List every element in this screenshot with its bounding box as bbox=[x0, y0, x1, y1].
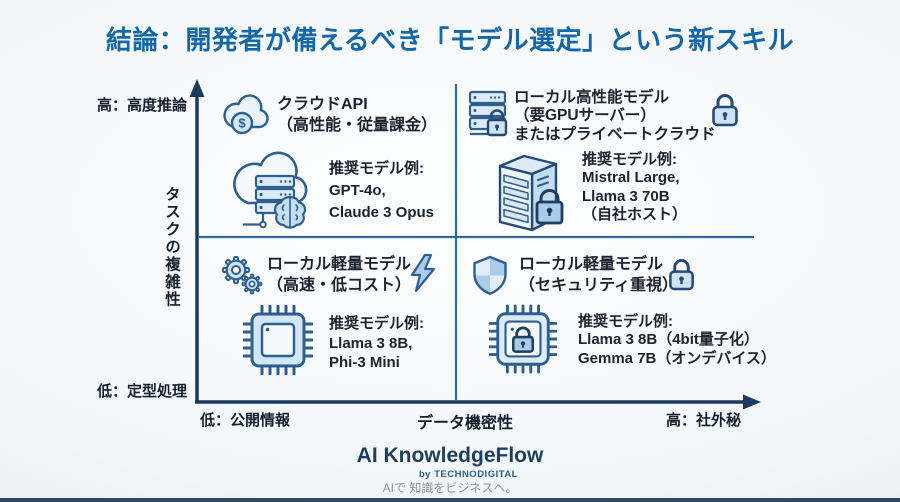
x-axis-arrowhead bbox=[743, 394, 761, 410]
shield-icon bbox=[473, 255, 507, 295]
x-axis-low-label: 低：公開情報 bbox=[200, 412, 291, 429]
padlock-icon bbox=[712, 94, 738, 127]
model-name: （自社ホスト） bbox=[582, 206, 688, 224]
quadrant-title-local-light-secure: ローカル軽量モデル （セキュリティ重視） bbox=[519, 255, 678, 297]
quadrant-title-line: （高速・低コスト） bbox=[267, 276, 412, 294]
quadrant-title-line: （要GPUサーバー） bbox=[514, 107, 656, 125]
brand-byline: by TECHNODIGITAL bbox=[418, 469, 518, 480]
y-axis-label: タスクの複雑性 bbox=[163, 186, 180, 309]
recommend-label: 推奨モデル例: bbox=[582, 151, 677, 168]
quadrant-title-line: （セキュリティ重視） bbox=[519, 276, 679, 294]
x-axis-label: データ機密性 bbox=[417, 415, 514, 432]
recommend-label: 推奨モデル例: bbox=[329, 315, 424, 332]
quadrant-title-line: またはプライベートクラウド bbox=[514, 125, 716, 143]
model-name: Llama 3 8B, bbox=[329, 334, 413, 352]
chip-lock-icon bbox=[489, 304, 557, 374]
quadrant-models-local-light-fast: 推奨モデル例: Llama 3 8B, Phi-3 Mini bbox=[329, 314, 424, 373]
y-axis-low-label: 低：定型処理 bbox=[97, 383, 188, 400]
quadrant-title-local-light-fast: ローカル軽量モデル （高速・低コスト） bbox=[267, 255, 411, 297]
model-name: Phi-3 Mini bbox=[329, 354, 400, 371]
quadrant-title-line: ローカル高性能モデル bbox=[514, 89, 670, 106]
y-axis-arrowhead bbox=[189, 79, 205, 97]
model-name: Claude 3 Opus bbox=[329, 203, 435, 221]
quadrant-title-cloud-api: クラウドAPI （高性能・従量課金） bbox=[277, 95, 437, 137]
model-name: GPT-4o, bbox=[329, 181, 386, 199]
model-name: Llama 3 8B（4bit量子化） bbox=[578, 331, 759, 349]
page-title: 結論：開発者が備えるべき「モデル選定」という新スキル bbox=[105, 25, 795, 55]
cloud-dollar-icon: $ bbox=[223, 94, 269, 135]
quadrant-title-local-high-performance: ローカル高性能モデル （要GPUサーバー） またはプライベートクラウド bbox=[514, 89, 716, 144]
model-name: Llama 3 70B bbox=[582, 187, 670, 205]
lightning-icon bbox=[410, 254, 436, 292]
y-axis-high-label: 高：高度推論 bbox=[97, 97, 188, 114]
quadrant-title-line: （高性能・従量課金） bbox=[277, 116, 438, 134]
bottom-edge-bar bbox=[0, 498, 900, 502]
quadrant-title-line: ローカル軽量モデル bbox=[267, 256, 412, 273]
recommend-label: 推奨モデル例: bbox=[578, 313, 673, 330]
model-name: Mistral Large, bbox=[582, 169, 680, 187]
server-tower-lock-icon bbox=[498, 154, 564, 232]
quadrant-models-local-light-secure: 推奨モデル例: Llama 3 8B（4bit量子化） Gemma 7B（オンデ… bbox=[578, 313, 776, 368]
chip-icon bbox=[243, 305, 313, 375]
x-axis-high-label: 高：社外秘 bbox=[666, 412, 742, 429]
cloud-server-brain-icon bbox=[233, 151, 308, 229]
model-name: Gemma 7B（オンデバイス） bbox=[578, 349, 776, 367]
quadrant-title-line: ローカル軽量モデル bbox=[519, 256, 664, 273]
brand-logo: AI KnowledgeFlow bbox=[356, 444, 544, 467]
quadrant-title-line: クラウドAPI bbox=[277, 96, 368, 113]
dollar-glyph: $ bbox=[238, 116, 246, 131]
server-lock-icon bbox=[468, 90, 508, 137]
quadrant-models-cloud-api: 推奨モデル例: GPT-4o, Claude 3 Opus bbox=[329, 158, 434, 223]
gears-icon bbox=[222, 256, 263, 295]
recommend-label: 推奨モデル例: bbox=[329, 160, 424, 177]
padlock-icon bbox=[669, 259, 694, 291]
quadrant-models-local-high-performance: 推奨モデル例: Mistral Large, Llama 3 70B （自社ホス… bbox=[582, 151, 687, 225]
brand-tagline: AIで 知識をビジネスへ。 bbox=[382, 481, 518, 495]
